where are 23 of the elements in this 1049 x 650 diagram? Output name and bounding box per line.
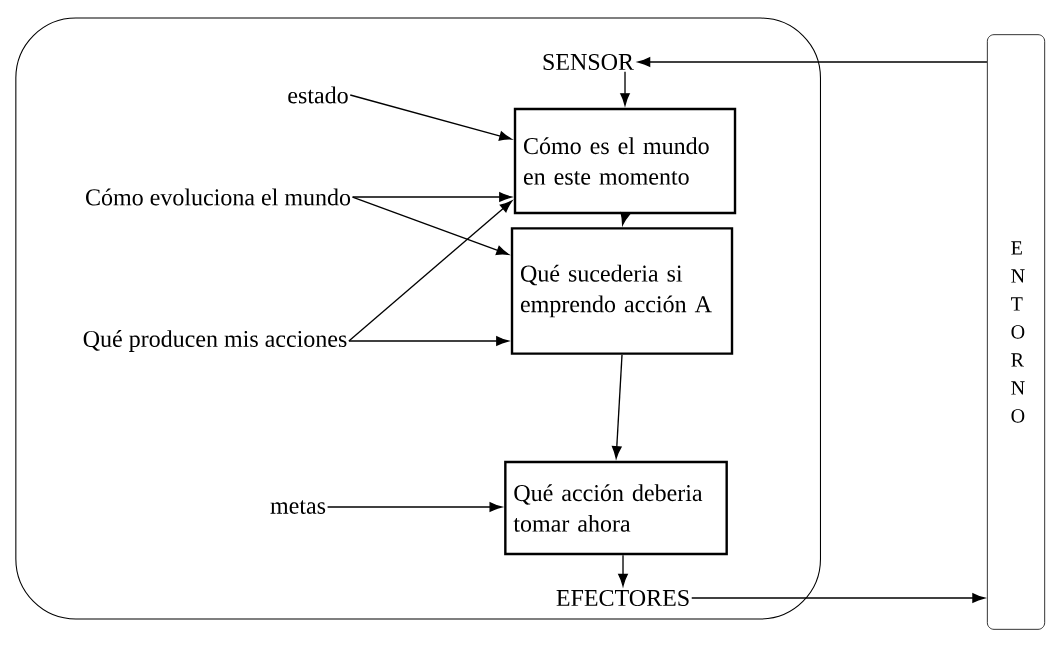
arrow	[691, 593, 985, 603]
component-label: metas	[270, 500, 326, 514]
component-label: estado	[288, 86, 348, 104]
component-label: Qué producen mis acciones	[83, 330, 347, 352]
arrow	[349, 94, 512, 141]
arrow	[620, 211, 630, 226]
arrow	[620, 71, 630, 106]
process-box: Qué sucederia si emprendo acción A	[510, 227, 734, 355]
arrow	[611, 354, 623, 459]
component-label: SENSOR	[543, 53, 634, 71]
arrow	[348, 336, 509, 346]
arrow	[618, 554, 628, 587]
arrow	[351, 192, 512, 202]
arrow	[351, 196, 509, 255]
arrow	[326, 502, 502, 512]
arrow	[348, 200, 513, 342]
arrow	[637, 57, 988, 67]
process-box: Cómo es el mundo en este momento	[513, 107, 737, 215]
component-label: EFECTORES	[556, 589, 689, 607]
process-box: Qué acción deberia tomar ahora	[504, 460, 728, 556]
component-label: Cómo evoluciona el mundo	[86, 188, 351, 206]
environment-box: E N T O R N O	[986, 34, 1046, 630]
agent-box	[15, 17, 821, 620]
